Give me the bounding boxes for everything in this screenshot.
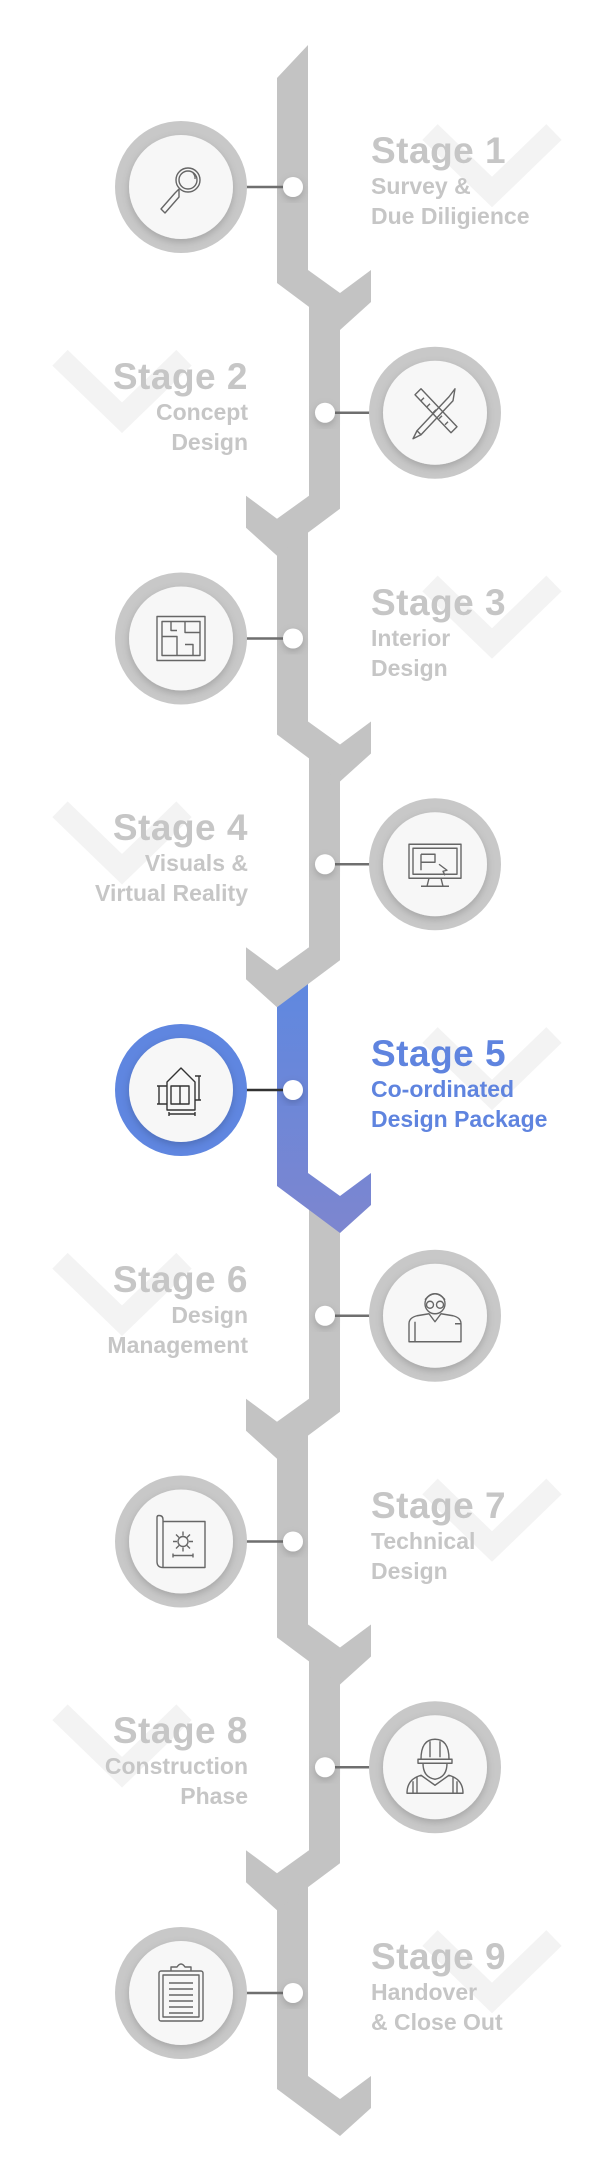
watermark-chevron bbox=[52, 801, 192, 885]
stage-description-line: Design bbox=[171, 1301, 248, 1328]
designer-person-icon bbox=[408, 1293, 462, 1343]
stage-title: Stage 9 bbox=[371, 1936, 507, 1977]
stage-title: Stage 5 bbox=[371, 1033, 507, 1074]
stage-node-8[interactable] bbox=[315, 1701, 501, 1834]
stage-node-4[interactable] bbox=[315, 798, 501, 931]
spine-segment-3 bbox=[277, 496, 371, 782]
timeline-dot bbox=[315, 1757, 335, 1778]
construction-worker-icon bbox=[406, 1738, 464, 1794]
timeline-dot bbox=[283, 1983, 303, 2003]
stage-node-1[interactable] bbox=[115, 121, 303, 253]
timeline-dot bbox=[283, 628, 303, 649]
stage-description-line: Co-ordinated bbox=[371, 1076, 515, 1102]
blueprint-gear-icon bbox=[156, 1514, 206, 1569]
spine-segment-7 bbox=[277, 1399, 371, 1685]
timeline-dot bbox=[283, 177, 303, 197]
floor-plan-icon bbox=[156, 615, 206, 662]
spine-segment-2 bbox=[246, 270, 340, 556]
stage-description-line: Concept bbox=[156, 398, 248, 425]
icon-circle bbox=[383, 812, 487, 917]
stage-description-line: Technical bbox=[371, 1527, 476, 1554]
stage-description-line: Management bbox=[107, 1331, 248, 1358]
stage-title: Stage 8 bbox=[112, 1710, 248, 1752]
stage-description-line: Survey & bbox=[371, 173, 471, 199]
stage-title: Stage 1 bbox=[371, 130, 507, 171]
stage-description-line: Design bbox=[371, 1557, 448, 1584]
stage-title: Stage 6 bbox=[112, 1258, 248, 1300]
stage-node-2[interactable] bbox=[315, 346, 501, 479]
stage-node-6[interactable] bbox=[315, 1249, 501, 1382]
icon-circle bbox=[383, 1263, 487, 1368]
timeline-dot bbox=[315, 1305, 335, 1326]
timeline-dot bbox=[315, 402, 335, 423]
icon-circle bbox=[129, 586, 233, 691]
spine-segment-5 bbox=[277, 948, 371, 1233]
house-blueprint-icon bbox=[157, 1067, 201, 1116]
monitor-design-icon bbox=[408, 843, 462, 887]
spine-segment-8 bbox=[246, 1625, 340, 1911]
stage-description-line: & Close Out bbox=[371, 2009, 503, 2035]
stage-description-line: Virtual Reality bbox=[95, 880, 248, 907]
stage-description-line: Due Diligience bbox=[371, 203, 530, 229]
stage-description-line: Construction bbox=[104, 1753, 248, 1780]
timeline-dot bbox=[283, 1531, 303, 1552]
stage-description-line: Design Package bbox=[371, 1106, 548, 1132]
spine-segment-1 bbox=[277, 45, 371, 330]
spine-segment-6 bbox=[246, 1173, 340, 1459]
stage-description-line: Phase bbox=[180, 1783, 248, 1810]
watermark-chevron bbox=[52, 1704, 192, 1788]
stage-node-3[interactable] bbox=[115, 572, 303, 705]
watermark-chevron bbox=[52, 349, 192, 434]
stage-title: Stage 3 bbox=[371, 581, 507, 623]
watermark-chevron bbox=[422, 1930, 562, 2014]
watermark-chevron bbox=[422, 575, 562, 659]
icon-circle bbox=[129, 135, 233, 239]
stage-description-line: Design bbox=[371, 654, 448, 681]
stage-node-5[interactable] bbox=[115, 1024, 303, 1156]
icon-circle bbox=[383, 1715, 487, 1820]
spine-segment-4 bbox=[246, 722, 340, 1008]
watermark-chevron bbox=[422, 124, 562, 208]
stage-description-line: Design bbox=[171, 428, 248, 455]
stage-description-line: Handover bbox=[371, 1979, 478, 2005]
stage-node-9[interactable] bbox=[115, 1927, 303, 2059]
stage-description-line: Visuals & bbox=[144, 850, 248, 877]
icon-circle bbox=[129, 1941, 233, 2045]
stage-title: Stage 4 bbox=[112, 807, 248, 849]
stage-title: Stage 2 bbox=[112, 355, 248, 397]
watermark-chevron bbox=[52, 1252, 192, 1337]
watermark-chevron bbox=[422, 1027, 562, 1111]
icon-circle bbox=[129, 1489, 233, 1594]
pencil-ruler-icon bbox=[412, 388, 458, 440]
magnifier-icon bbox=[160, 167, 201, 214]
stage-node-7[interactable] bbox=[115, 1475, 303, 1608]
timeline-dot bbox=[315, 854, 335, 875]
stage-title: Stage 7 bbox=[371, 1484, 507, 1526]
timeline-dot bbox=[283, 1080, 303, 1100]
stage-description-line: Interior bbox=[371, 624, 451, 651]
spine-segment-9 bbox=[277, 1851, 371, 2136]
clipboard-icon bbox=[158, 1963, 204, 2022]
icon-circle bbox=[383, 360, 487, 465]
watermark-chevron bbox=[422, 1478, 562, 1562]
icon-circle bbox=[129, 1038, 233, 1142]
